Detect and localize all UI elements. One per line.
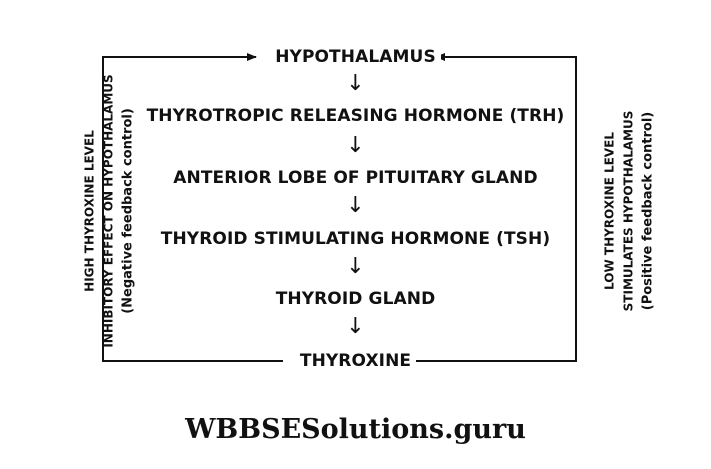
down-arrow-2: ↓	[346, 133, 365, 158]
positive-feedback-line	[404, 53, 577, 362]
right-label-line-2: STIMULATES HYPOTHALAMUS	[621, 110, 636, 312]
step-thyroxine: THYROXINE	[0, 351, 711, 371]
step-tsh: THYROID STIMULATING HORMONE (TSH)	[0, 229, 711, 249]
down-arrow-3: ↓	[346, 193, 365, 218]
site-watermark: WBBSESolutions.guru	[185, 414, 526, 445]
left-label-line-3: (Negative feedback control)	[120, 108, 136, 314]
step-anterior-pituitary: ANTERIOR LOBE OF PITUITARY GLAND	[0, 168, 711, 188]
negative-feedback-line	[102, 53, 283, 362]
positive-feedback-label: LOW THYROXINE LEVEL STIMULATES HYPOTHALA…	[601, 111, 658, 312]
step-hypothalamus: HYPOTHALAMUS	[0, 47, 711, 67]
down-arrow-1: ↓	[346, 71, 365, 96]
down-arrow-5: ↓	[346, 314, 365, 339]
right-label-line-3: (Positive feedback control)	[640, 111, 656, 311]
left-label-line-1: HIGH THYROXINE LEVEL	[82, 130, 97, 292]
down-arrow-4: ↓	[346, 254, 365, 279]
step-thyroid-gland: THYROID GLAND	[0, 289, 711, 309]
step-trh: THYROTROPIC RELEASING HORMONE (TRH)	[0, 106, 711, 126]
right-label-line-1: LOW THYROXINE LEVEL	[602, 132, 617, 290]
left-label-line-2: INHIBITORY EFFECT ON HYPOTHALAMUS	[101, 74, 116, 348]
negative-feedback-label: HIGH THYROXINE LEVEL INHIBITORY EFFECT O…	[81, 74, 138, 347]
